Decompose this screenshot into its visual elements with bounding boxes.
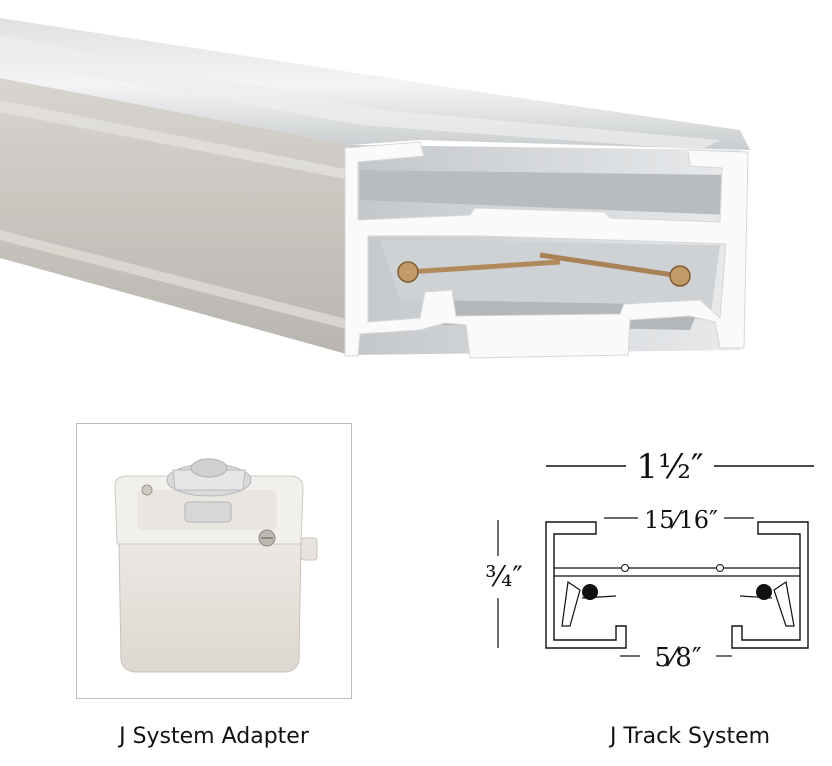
track-end-profile (344, 141, 749, 359)
dimension-inner-opening: 15⁄16″ (644, 506, 718, 534)
track-profile-outline (545, 521, 627, 649)
caption-track: J Track System (609, 724, 771, 749)
track-photo (0, 18, 750, 359)
track-top-face (0, 18, 750, 150)
dimension-overall-width: 1½″ (636, 447, 703, 487)
conductor-right-symbol (756, 584, 772, 600)
conductor-wire-right (539, 252, 681, 279)
dimension-height: ¾″ (485, 560, 523, 593)
caption-adapter: J System Adapter (119, 724, 309, 749)
adapter-frame (76, 423, 352, 699)
conductor-wire-left (407, 259, 561, 275)
track-dimension-diagram: 1½″ 15⁄16″ ¾″ 5⁄8″ (485, 447, 814, 673)
adapter-photo (114, 458, 318, 673)
dimension-bottom-slot: 5⁄8″ (654, 643, 701, 673)
track-side-face (0, 78, 350, 355)
conductor-left-symbol (582, 584, 598, 600)
